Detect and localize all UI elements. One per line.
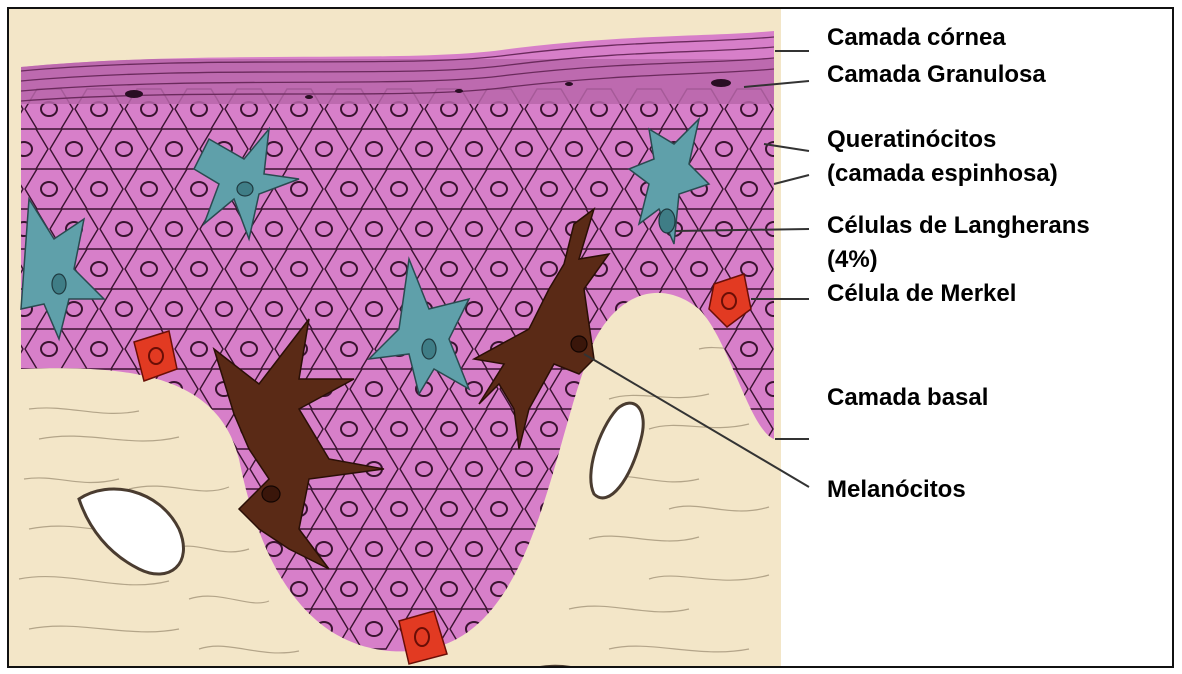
label-basal: Camada basal [827,383,988,412]
label-melanocytes: Melanócitos [827,475,966,504]
label-stratum-granulosum: Camada Granulosa [827,60,1046,89]
label-langerhans-percent: (4%) [827,245,878,274]
label-keratinocytes-layer: (camada espinhosa) [827,159,1058,188]
label-merkel: Célula de Merkel [827,279,1016,308]
label-langerhans: Células de Langherans [827,211,1090,240]
label-keratinocytes: Queratinócitos [827,125,996,154]
skin-histology-illustration [9,9,1174,668]
figure-frame: Camada córnea Camada Granulosa Queratinó… [7,7,1174,668]
label-stratum-corneum: Camada córnea [827,23,1006,52]
